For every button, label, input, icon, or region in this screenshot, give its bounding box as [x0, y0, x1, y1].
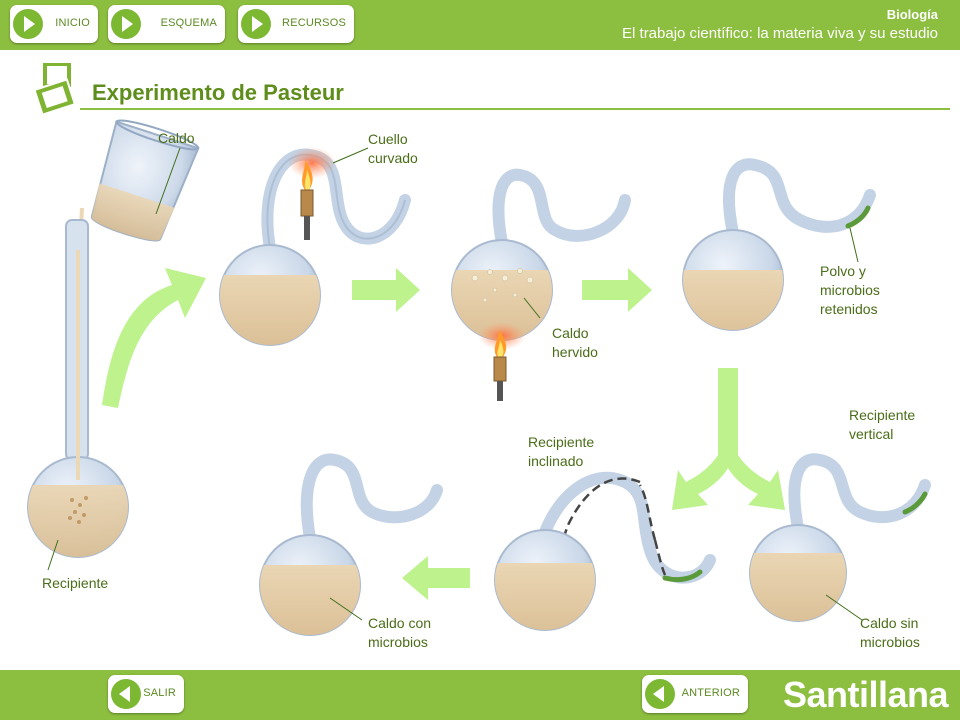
flask-contaminated	[259, 453, 443, 636]
flask-initial	[27, 219, 129, 558]
anterior-label: ANTERIOR	[681, 687, 740, 699]
label-sin-2: microbios	[860, 634, 920, 650]
bottom-bar: SALIR ANTERIOR Santillana	[0, 670, 960, 720]
label-sin-1: Caldo sin	[860, 615, 918, 631]
process-arrows	[102, 268, 785, 600]
inicio-label: INICIO	[55, 17, 90, 29]
play-icon	[111, 9, 141, 39]
flask-boiling	[451, 168, 631, 401]
title-area: Experimento de Pasteur	[30, 60, 950, 115]
flask-vertical	[749, 453, 931, 622]
leader-lines	[47, 147, 863, 621]
flame-icon	[302, 160, 313, 190]
esquema-button[interactable]: ESQUEMA	[108, 5, 225, 43]
arrow-right-1	[352, 268, 420, 312]
arrow-left	[402, 556, 470, 600]
anterior-button[interactable]: ANTERIOR	[642, 675, 748, 713]
flask-heating-neck	[219, 147, 411, 346]
unit-name: El trabajo científico: la materia viva y…	[622, 25, 938, 42]
flame-icon	[494, 330, 507, 357]
label-caldo: Caldo	[158, 130, 195, 146]
salir-button[interactable]: SALIR	[108, 675, 184, 713]
label-inclinado-2: inclinado	[528, 453, 583, 469]
back-icon	[111, 679, 141, 709]
page-title: Experimento de Pasteur	[92, 80, 344, 105]
subject-header: Biología El trabajo científico: la mater…	[622, 7, 938, 42]
arrow-right-2	[582, 268, 652, 312]
label-polvo-2: microbios	[820, 282, 880, 298]
arrow-up-curved	[102, 268, 206, 408]
label-cuello-1: Cuello	[368, 131, 408, 147]
subject-name: Biología	[886, 7, 938, 22]
brand-logo: Santillana	[782, 674, 949, 715]
esquema-label: ESQUEMA	[160, 17, 217, 29]
recursos-button[interactable]: RECURSOS	[238, 5, 354, 43]
label-recipiente: Recipiente	[42, 575, 108, 591]
back-icon	[645, 679, 675, 709]
label-inclinado-1: Recipiente	[528, 434, 594, 450]
label-con-1: Caldo con	[368, 615, 431, 631]
label-hervido-1: Caldo	[552, 325, 589, 341]
label-vertical-2: vertical	[849, 426, 893, 442]
label-hervido-2: hervido	[552, 344, 598, 360]
recursos-label: RECURSOS	[282, 17, 346, 29]
arrow-split	[672, 368, 785, 510]
play-icon	[241, 9, 271, 39]
label-con-2: microbios	[368, 634, 428, 650]
label-polvo-1: Polvo y	[820, 263, 866, 279]
top-bar: INICIO ESQUEMA RECURSOS Biología El trab…	[0, 0, 960, 50]
title-rule	[80, 108, 950, 110]
label-polvo-3: retenidos	[820, 301, 878, 317]
play-icon	[13, 9, 43, 39]
label-cuello-2: curvado	[368, 150, 418, 166]
salir-label: SALIR	[143, 687, 176, 699]
notebook-icon	[33, 61, 77, 115]
flask-dust-retained	[682, 158, 876, 331]
inicio-button[interactable]: INICIO	[10, 5, 98, 43]
label-vertical-1: Recipiente	[849, 407, 915, 423]
